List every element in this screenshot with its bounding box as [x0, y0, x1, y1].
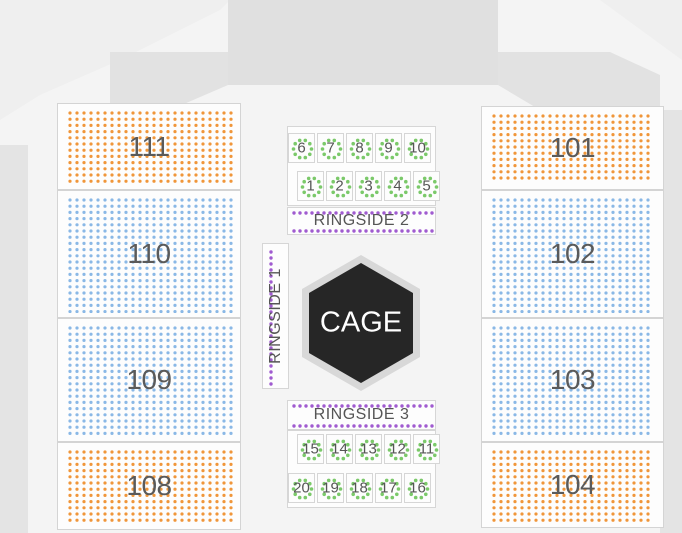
ringside-3-label: RINGSIDE 3 [313, 406, 410, 423]
ringside-2[interactable]: RINGSIDE 2 [287, 207, 436, 235]
seat-dots [68, 198, 233, 313]
table-11[interactable]: 11 [413, 434, 440, 464]
section-label: 104 [549, 469, 596, 500]
ringside-3[interactable]: RINGSIDE 3 [287, 400, 436, 430]
seat-dots [492, 450, 650, 522]
table-seat-dots [329, 176, 352, 198]
table-seat-dots [378, 478, 401, 500]
section-label: 111 [128, 130, 170, 162]
table-13[interactable]: 13 [355, 434, 382, 464]
table-number: 5 [422, 177, 431, 195]
table-number: 20 [293, 479, 310, 497]
cage-label: CAGE [319, 306, 403, 339]
table-1[interactable]: 1 [297, 171, 324, 201]
table-seat-dots [407, 478, 430, 500]
table-18[interactable]: 18 [346, 473, 373, 503]
table-number: 19 [322, 479, 339, 497]
cage[interactable]: CAGE [302, 255, 420, 391]
table-4[interactable]: 4 [384, 171, 411, 201]
section-label: 102 [549, 238, 596, 269]
table-seat-dots [349, 138, 372, 160]
section-101[interactable]: 101 [481, 106, 664, 190]
table-number: 15 [302, 440, 319, 458]
ringside-1-label: RINGSIDE 1 [266, 268, 284, 364]
table-number: 2 [335, 177, 344, 195]
table-seat-dots [387, 176, 410, 198]
table-14[interactable]: 14 [326, 434, 353, 464]
table-seat-dots [300, 176, 323, 198]
table-17[interactable]: 17 [375, 473, 402, 503]
table-9[interactable]: 9 [375, 133, 402, 163]
seat-dots [269, 250, 273, 386]
seat-dots [292, 211, 434, 233]
table-number: 17 [380, 479, 397, 497]
section-102[interactable]: 102 [481, 190, 664, 318]
table-20[interactable]: 20 [288, 473, 315, 503]
table-seat-dots [416, 176, 439, 198]
table-seat-dots [378, 138, 401, 160]
cage-hexagon [302, 255, 420, 391]
table-seat-dots [349, 478, 372, 500]
table-seat-dots [320, 138, 343, 160]
table-number: 1 [306, 177, 315, 195]
table-number: 10 [409, 139, 426, 157]
section-label: 101 [549, 132, 596, 163]
section-label: 109 [126, 364, 172, 395]
table-12[interactable]: 12 [384, 434, 411, 464]
table-seat-dots [416, 439, 439, 461]
section-108[interactable]: 108 [57, 442, 241, 530]
table-seat-dots [291, 138, 314, 160]
table-number: 11 [418, 440, 435, 458]
section-103[interactable]: 103 [481, 318, 664, 442]
table-number: 4 [393, 177, 402, 195]
table-seat-dots [387, 439, 410, 461]
seat-dots [68, 111, 233, 183]
table-number: 16 [409, 479, 426, 497]
seat-dots [68, 450, 233, 522]
table-seat-dots [358, 439, 381, 461]
seat-dots [492, 198, 650, 313]
table-5[interactable]: 5 [413, 171, 440, 201]
table-seat-dots [358, 176, 381, 198]
seat-dots [292, 404, 434, 428]
table-2[interactable]: 2 [326, 171, 353, 201]
table-seat-dots [291, 478, 314, 500]
table-15[interactable]: 15 [297, 434, 324, 464]
table-number: 6 [297, 139, 306, 157]
table-19[interactable]: 19 [317, 473, 344, 503]
table-number: 13 [360, 440, 377, 458]
table-number: 18 [351, 479, 368, 497]
section-111[interactable]: 111 [57, 103, 241, 190]
table-8[interactable]: 8 [346, 133, 373, 163]
section-104[interactable]: 104 [481, 442, 664, 528]
table-10[interactable]: 10 [404, 133, 431, 163]
table-7[interactable]: 7 [317, 133, 344, 163]
table-seat-dots [320, 478, 343, 500]
table-6[interactable]: 6 [288, 133, 315, 163]
seat-dots [492, 114, 650, 180]
table-seat-dots [407, 138, 430, 160]
seat-dots [492, 326, 650, 435]
table-seat-dots [300, 439, 323, 461]
section-label: 108 [126, 470, 172, 501]
table-number: 8 [355, 139, 364, 157]
table-number: 9 [384, 139, 393, 157]
ringside-1[interactable]: RINGSIDE 1 [262, 243, 289, 389]
table-16[interactable]: 16 [404, 473, 431, 503]
table-number: 3 [364, 177, 373, 195]
table-number: 12 [389, 440, 406, 458]
ringside-2-label: RINGSIDE 2 [313, 212, 410, 229]
section-110[interactable]: 110 [57, 190, 241, 318]
section-109[interactable]: 109 [57, 318, 241, 442]
table-number: 7 [326, 139, 335, 157]
section-label: 110 [127, 238, 171, 269]
table-number: 14 [331, 440, 348, 458]
seat-dots [68, 326, 233, 435]
section-label: 103 [549, 364, 596, 395]
table-3[interactable]: 3 [355, 171, 382, 201]
table-seat-dots [329, 439, 352, 461]
